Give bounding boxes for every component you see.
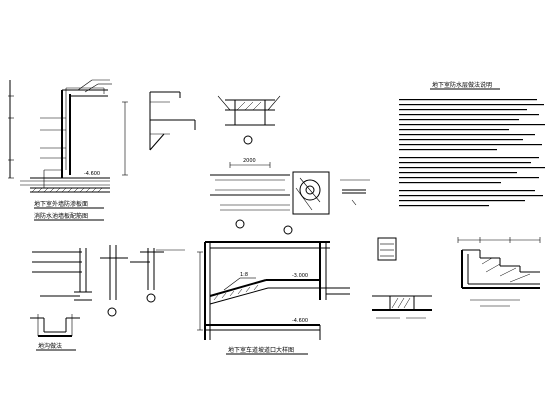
note-line [399,190,535,192]
trench-detail: 地沟做法 [30,314,80,351]
note-line [399,177,539,179]
hatch-line [299,177,321,203]
wall-section-detail: -4.600 地下室外墙防渗板面 消防水池墙板配筋图 [8,79,112,221]
elevation-label: -4.600 [84,171,100,177]
leader [217,95,231,111]
note-line [399,144,542,146]
note-line [399,124,545,126]
rebar-bending-detail [122,91,196,176]
beam-dimension-detail: 2000 [210,158,290,229]
stair-detail [100,245,185,317]
detail-caption: 地沟做法 [38,342,62,350]
step-hatch [481,257,531,283]
note-line [399,157,539,159]
callout-circle [283,225,293,235]
callout-circle [146,293,156,303]
ramp-underside [209,287,269,305]
note-line [399,162,531,164]
note-line [399,99,537,101]
cap-hatch [236,101,262,111]
footing-hatch [31,187,103,193]
leader [223,277,241,291]
note-line [399,134,535,136]
section-mark [340,179,370,206]
note-line [399,129,509,131]
callout-circle [235,219,245,229]
note-line [399,114,539,116]
elevation-label: -3.000 [292,273,308,279]
note-line [399,109,527,111]
pipe-inner [305,185,315,195]
ramp-detail: 1:8 -3.000 -4.600 地下室车道坡道口大样图 [197,241,350,355]
dimension-text: 2000 [243,158,256,164]
detail-caption: 地下室外墙防渗板面 [34,200,88,208]
stepped-section-detail [457,237,541,307]
detail-caption: 地下室车道坡道口大样图 [228,346,294,354]
note-line [399,195,543,197]
note-line [399,167,545,169]
core-box [389,295,415,311]
note-line [399,104,544,106]
mark-line [351,199,357,206]
leader [77,79,93,91]
note-line [399,139,523,141]
waterproof-section-detail [372,295,432,319]
note-line [399,149,497,151]
note-line [399,182,501,184]
ramp-slope [209,279,267,297]
rebar [149,133,165,151]
pipe-penetration-detail [283,171,330,235]
outline-box [292,171,330,215]
note-line [399,200,525,202]
leader [267,95,281,111]
slope-label: 1:8 [240,272,248,278]
hatch-line [295,187,313,211]
core-hatch [391,297,411,309]
note-line [399,172,517,174]
notes-title: 地下室防水层做法说明 [432,81,492,89]
pipe-circle [299,179,321,201]
ramp-hatch [213,284,259,301]
column-cap-detail [217,95,281,145]
note-line [399,205,489,207]
rebar-tick-detail [377,237,397,261]
tick-box [377,237,397,261]
leader [84,83,99,93]
elevation-label: -4.600 [292,318,308,324]
upturned-beam-detail [32,248,92,301]
detail-caption: 消防水池墙板配筋图 [34,212,88,220]
notes-block: 地下室防水层做法说明 [399,81,545,207]
note-line [399,119,519,121]
callout-circle [243,135,253,145]
callout-circle [107,307,117,317]
